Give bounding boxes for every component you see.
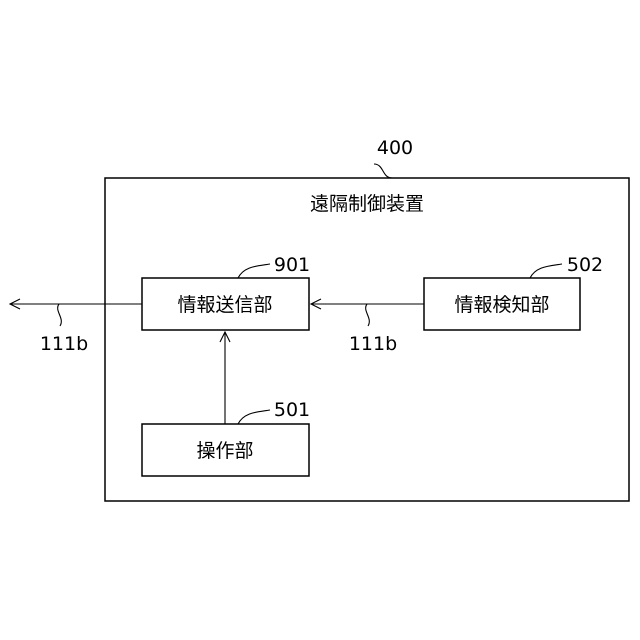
remote-control-device-leader <box>374 164 392 178</box>
info-transmitter-ref: 901 <box>274 254 310 276</box>
info-transmitter-leader <box>238 264 270 278</box>
remote-control-device-title: 遠隔制御装置 <box>310 193 424 215</box>
info-detector-leader <box>530 264 562 278</box>
internal-signal-label: 111b <box>349 333 397 355</box>
operation-label: 操作部 <box>196 440 253 462</box>
info-transmitter-label: 情報送信部 <box>177 294 272 316</box>
remote-control-device-ref: 400 <box>377 137 413 159</box>
output-signal-leader <box>58 304 62 326</box>
operation-ref: 501 <box>274 399 310 421</box>
operation-leader <box>238 410 270 424</box>
output-signal-label: 111b <box>40 333 88 355</box>
info-detector-ref: 502 <box>567 254 603 276</box>
info-detector-label: 情報検知部 <box>454 294 549 316</box>
internal-signal-leader <box>366 304 370 326</box>
